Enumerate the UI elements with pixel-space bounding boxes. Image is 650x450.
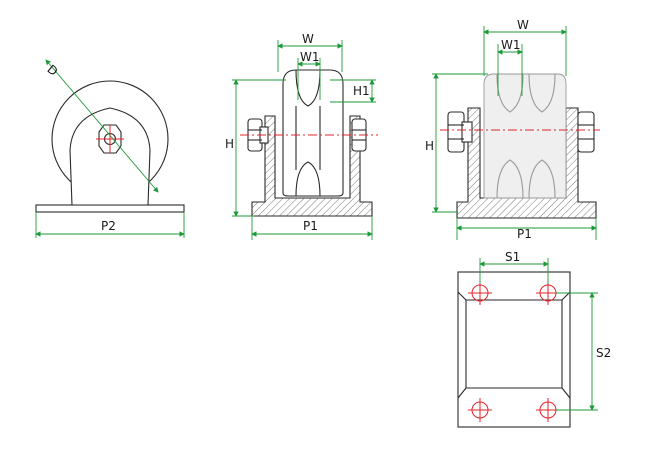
right-w-label: W bbox=[517, 18, 529, 32]
front-view-double: W W1 H P1 bbox=[425, 18, 600, 241]
front-view-single: W W1 H1 H P1 bbox=[225, 32, 378, 240]
plate-outline bbox=[457, 271, 571, 428]
right-bolt-right bbox=[577, 111, 595, 153]
mid-p1-label: P1 bbox=[303, 219, 318, 233]
h1-label: H1 bbox=[353, 84, 370, 98]
s1-label: S1 bbox=[505, 250, 520, 264]
diameter-dimension-line bbox=[45, 59, 159, 193]
mid-wheel bbox=[282, 69, 344, 197]
diameter-label: D bbox=[44, 62, 60, 79]
base-plate-plan: S1 S2 bbox=[457, 250, 611, 428]
s2-label: S2 bbox=[596, 346, 611, 360]
right-wheel bbox=[483, 73, 567, 199]
mid-w1-label: W1 bbox=[300, 50, 320, 64]
mid-h-label: H bbox=[225, 137, 234, 151]
side-bracket-front bbox=[69, 107, 151, 206]
right-h-label: H bbox=[425, 139, 434, 153]
side-base-plate bbox=[35, 204, 185, 213]
right-p1-label: P1 bbox=[517, 227, 532, 241]
p2-label: P2 bbox=[101, 219, 116, 233]
plate-inner-profile bbox=[457, 291, 571, 399]
side-view: D P2 bbox=[35, 59, 185, 238]
right-w1-label: W1 bbox=[501, 38, 521, 52]
mid-w-label: W bbox=[302, 32, 314, 46]
